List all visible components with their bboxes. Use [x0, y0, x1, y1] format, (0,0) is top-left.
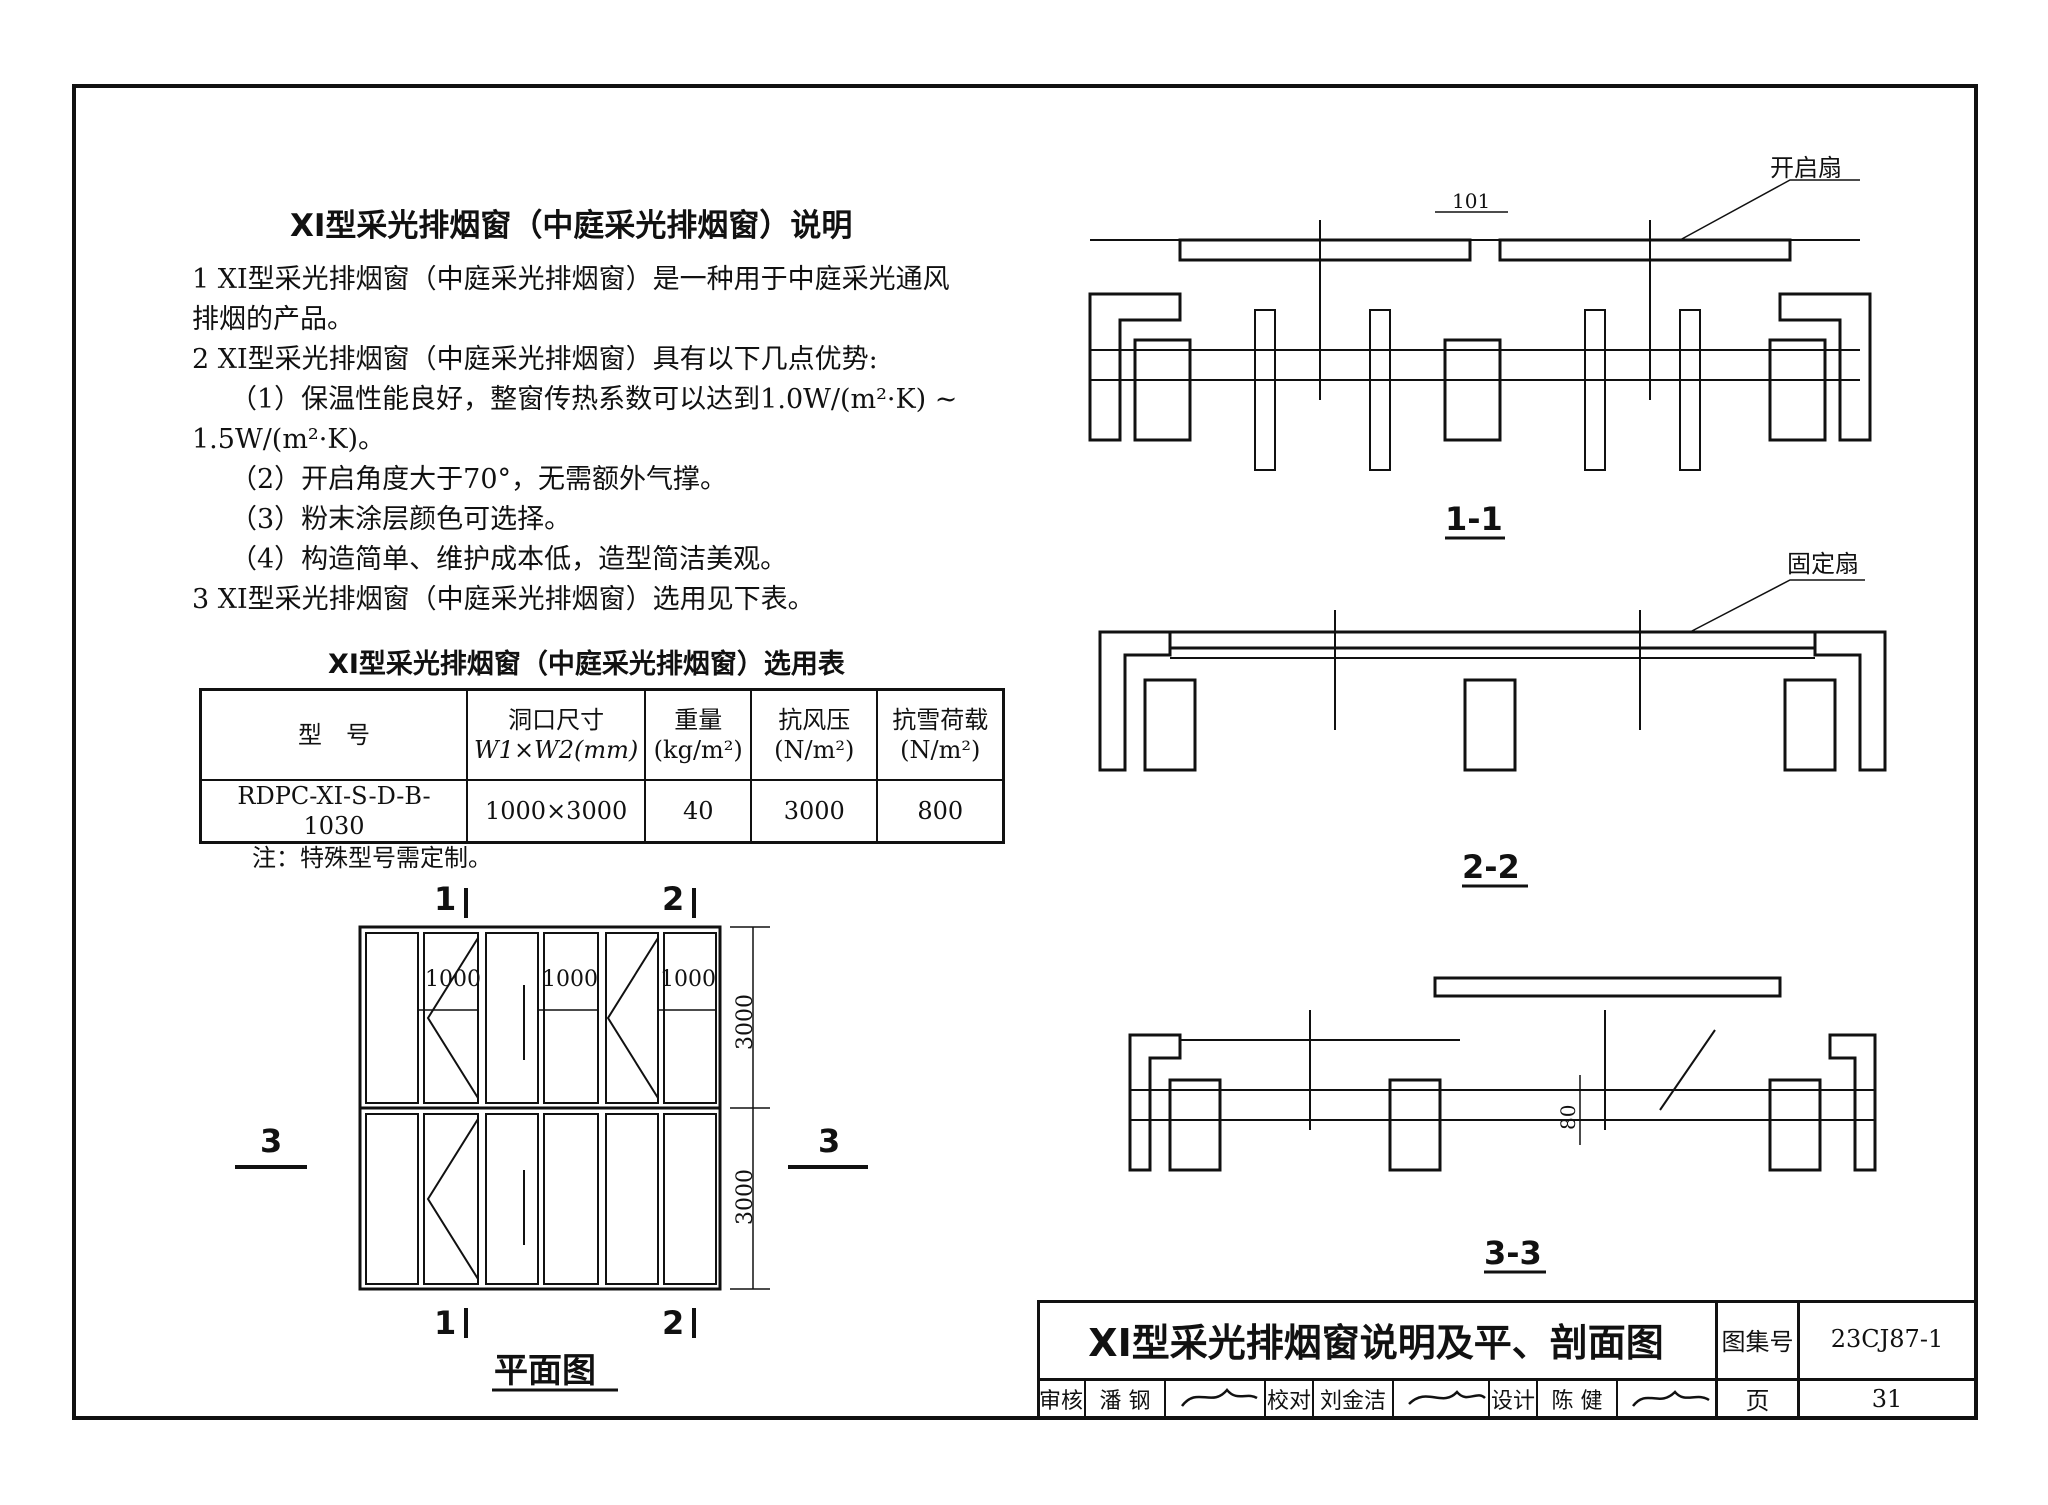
cut-label-2-top: 2: [662, 880, 684, 918]
cell-model: RDPC-XI-S-D-B-1030: [199, 778, 468, 843]
signature-row: [1084, 1378, 1710, 1416]
callout-fixed-sash: 固定扇: [1787, 550, 1859, 578]
cell-weight: 40: [644, 778, 753, 843]
section-3-3-dim: 80: [1556, 1105, 1580, 1130]
section-2-2-label: 2-2: [1462, 848, 1520, 886]
atlas-label: 图集号: [1721, 1327, 1794, 1356]
plan-dim-h1: 3000: [733, 994, 758, 1050]
callout-open-sash: 开启扇: [1770, 154, 1842, 182]
section-1-1-dim: 101: [1452, 189, 1490, 213]
table-note: 注：特殊型号需定制。: [252, 844, 492, 872]
header-model: 型 号: [199, 688, 468, 781]
plan-dim-w3: 1000: [660, 967, 716, 992]
header-snow: 抗雪荷载(N/m²): [876, 688, 1005, 781]
design-label: 设计: [1490, 1388, 1535, 1414]
reviewer-name: 潘 钢: [1099, 1388, 1151, 1414]
desc-line-8: （4）构造简单、维护成本低，造型简洁美观。: [230, 544, 788, 575]
section-1-1-label: 1-1: [1445, 500, 1503, 538]
desc-line-4: （1）保温性能良好，整窗传热系数可以达到1.0W/(m²·K) ~: [230, 384, 958, 415]
title-block: XI型采光排烟窗说明及平、剖面图 图集号 23CJ87-1 页 31 审核 潘 …: [1037, 1300, 1974, 1416]
plan-dim-h2: 3000: [733, 1169, 758, 1225]
cut-label-3-left: 3: [260, 1122, 282, 1160]
plan-dim-w1: 1000: [425, 967, 481, 992]
header-weight: 重量(kg/m²): [644, 688, 753, 781]
desc-line-6: （2）开启角度大于70°，无需额外气撑。: [230, 464, 728, 495]
page-number: 31: [1871, 1384, 1903, 1413]
cell-wind: 3000: [750, 778, 879, 843]
drawing-frame: [72, 84, 1978, 1420]
table-row: RDPC-XI-S-D-B-1030 1000×3000 40 3000 800: [199, 778, 1005, 843]
plan-dim-w2: 1000: [542, 967, 598, 992]
selection-table-title: XI型采光排烟窗（中庭采光排烟窗）选用表: [328, 649, 845, 680]
desc-line-2: 排烟的产品。: [192, 304, 354, 335]
desc-line-1: 1 XI型采光排烟窗（中庭采光排烟窗）是一种用于中庭采光通风: [192, 264, 950, 295]
section-3-3-label: 3-3: [1484, 1234, 1542, 1272]
cell-size: 1000×3000: [465, 778, 647, 843]
desc-line-5: 1.5W/(m²·K)。: [192, 424, 386, 455]
section-1-1: [1088, 179, 1872, 471]
header-wind: 抗风压(N/m²): [750, 688, 879, 781]
drawing-title: XI型采光排烟窗说明及平、剖面图: [1037, 1300, 1718, 1378]
desc-line-9: 3 XI型采光排烟窗（中庭采光排烟窗）选用见下表。: [192, 584, 815, 615]
description-title: XI型采光排烟窗（中庭采光排烟窗）说明: [290, 208, 853, 244]
cut-label-1-top: 1: [434, 880, 456, 918]
plan-view: [235, 888, 868, 1338]
cut-label-1-bottom: 1: [434, 1304, 456, 1342]
check-label: 校对: [1266, 1388, 1311, 1414]
review-label: 审核: [1038, 1388, 1083, 1414]
cut-label-2-bottom: 2: [662, 1304, 684, 1342]
section-2-2: [1098, 579, 1887, 772]
plan-title: 平面图: [494, 1351, 596, 1391]
cell-snow: 800: [876, 778, 1005, 843]
desc-line-3: 2 XI型采光排烟窗（中庭采光排烟窗）具有以下几点优势:: [192, 344, 878, 375]
section-3-3: [1128, 976, 1877, 1172]
page-label: 页: [1745, 1387, 1770, 1415]
atlas-number: 23CJ87-1: [1830, 1325, 1944, 1353]
cut-label-3-right: 3: [818, 1122, 840, 1160]
desc-line-7: （3）粉末涂层颜色可选择。: [230, 504, 572, 535]
checker-name: 刘金洁: [1319, 1388, 1386, 1414]
designer-name: 陈 健: [1551, 1388, 1603, 1414]
